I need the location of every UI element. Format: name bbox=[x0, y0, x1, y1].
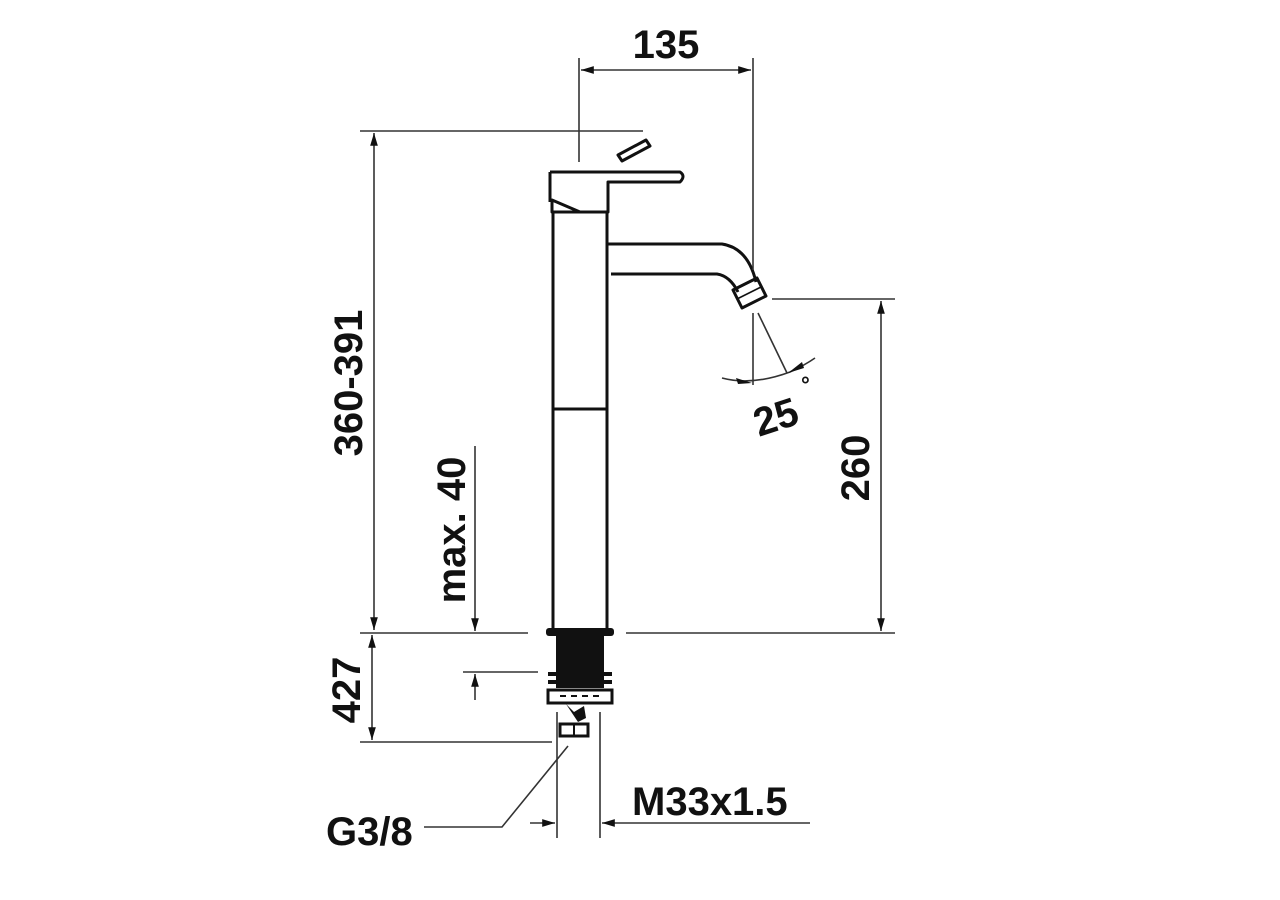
dimension-mounting-thread: M33x1.5 bbox=[530, 712, 810, 838]
dimension-spout-height: 260 bbox=[772, 298, 895, 631]
dimension-overall-height: 360-391 bbox=[327, 130, 643, 630]
spout-bottom bbox=[611, 272, 740, 293]
label-mounting-thread: M33x1.5 bbox=[632, 780, 788, 824]
lever-handle-raised bbox=[616, 138, 652, 163]
dimension-shank-length: 427 bbox=[325, 635, 552, 743]
label-angle-unit: ° bbox=[801, 372, 810, 397]
label-spout-height: 260 bbox=[834, 435, 878, 502]
callout-connection-thread: G3/8 bbox=[326, 745, 569, 854]
label-connection-thread: G3/8 bbox=[326, 810, 413, 854]
dimension-spout-reach: 135 bbox=[578, 23, 754, 270]
threaded-shank bbox=[556, 636, 604, 688]
dimension-spout-angle: 25 ° bbox=[721, 312, 816, 446]
dimension-max-countertop: max. 40 bbox=[430, 446, 538, 700]
label-overall-height: 360-391 bbox=[327, 310, 371, 457]
label-max-countertop: max. 40 bbox=[430, 457, 474, 604]
aerator bbox=[731, 276, 768, 310]
spout-top bbox=[607, 242, 758, 283]
label-spout-reach: 135 bbox=[633, 23, 700, 67]
faucet-body bbox=[546, 138, 768, 738]
label-shank-length: 427 bbox=[325, 657, 369, 724]
lever-head bbox=[550, 170, 685, 214]
base-flange bbox=[546, 628, 614, 636]
label-spout-angle: 25 bbox=[748, 390, 804, 446]
fixing-nut bbox=[546, 688, 614, 705]
hose-fitting bbox=[566, 704, 586, 722]
